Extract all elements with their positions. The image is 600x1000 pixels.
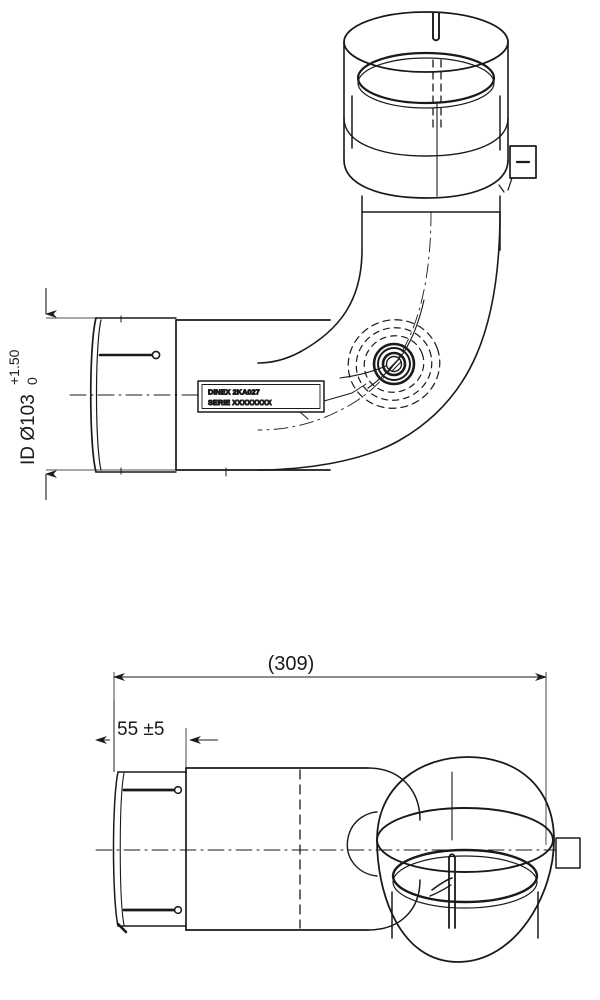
inner-diameter-text-group: ID Ø103 +1.50 0 [6,349,40,465]
product-label-plate [197,380,367,420]
product-label-line1: DINEX 2KA027 [208,388,260,397]
inner-diameter-tolerance-lower: 0 [24,377,40,385]
flared-clamp-end-top [343,11,509,199]
inner-diameter-value: ID Ø103 [18,394,39,465]
sensor-boss [339,299,441,409]
product-label-line2: SERIE XXXXXXXX [208,398,272,407]
elbow-bend-body [257,211,501,471]
overall-length-value: (309) [268,653,315,675]
bottom-view-group [95,756,581,963]
flared-clamp-end-bottom [346,756,581,963]
inner-diameter-tolerance-upper: +1.50 [6,349,22,385]
clamp-tab-bracket [498,145,537,193]
inner-diameter-dimension [45,288,176,500]
top-view-group: DINEX 2KA027 SERIE XXXXXXXX [69,11,537,477]
slot-length-value: 55 ±5 [117,719,164,740]
slot-length-dimension [95,700,218,772]
